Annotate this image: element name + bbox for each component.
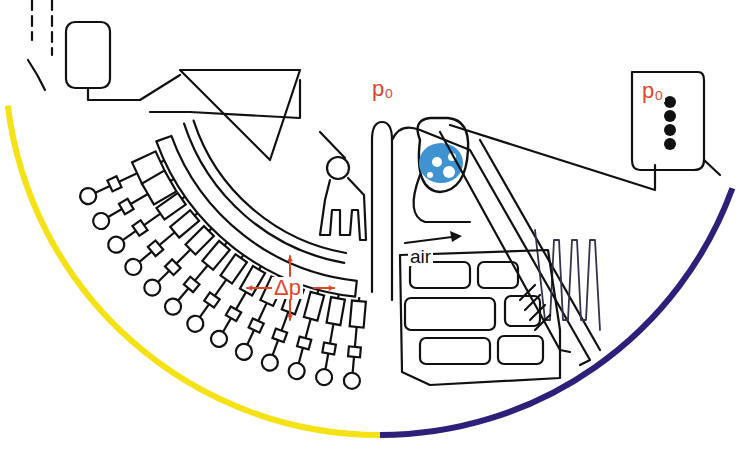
rim-arc-blue — [380, 188, 732, 435]
channel-line — [372, 122, 392, 300]
arrow-head — [247, 285, 252, 291]
channel-line — [520, 285, 550, 330]
channel-line — [150, 80, 300, 118]
air-bubble — [432, 157, 442, 167]
pressure-label: p₀ — [640, 80, 665, 102]
air-bubble — [443, 166, 455, 178]
chamber — [405, 298, 495, 330]
channel-line — [51, 0, 53, 55]
metering-unit — [343, 296, 367, 389]
channel-line — [405, 237, 452, 243]
chamber — [420, 338, 490, 364]
air-bubble — [427, 172, 433, 178]
metering-unit — [315, 293, 347, 386]
chamber — [498, 336, 543, 364]
channel-line — [140, 75, 180, 100]
channel-line — [320, 178, 366, 240]
channel-line — [184, 124, 344, 263]
vent-dot — [664, 124, 676, 136]
channel-line — [156, 136, 356, 297]
arrow-head — [287, 315, 293, 320]
arrow-head — [329, 285, 334, 291]
rim-arc-yellow — [8, 106, 380, 435]
chamber — [505, 296, 540, 326]
metering-unit — [208, 262, 268, 350]
pressure-label: p₀ — [370, 78, 395, 100]
vent-dot — [664, 138, 676, 150]
channel-line — [31, 0, 33, 40]
metering-unit — [287, 288, 326, 381]
arrow-head — [450, 231, 462, 242]
chamber — [327, 157, 349, 179]
vent-dot — [664, 96, 676, 108]
channel-line — [632, 72, 704, 170]
channel-line — [535, 230, 600, 330]
metering-unit — [184, 250, 250, 335]
channel-line — [88, 88, 140, 100]
chamber — [66, 22, 110, 88]
channel-line — [480, 140, 600, 350]
channel-line — [704, 160, 720, 175]
flow-label: air — [408, 247, 433, 266]
vent-dot — [664, 110, 676, 122]
channel-line — [414, 175, 470, 222]
pressure-label: Δp — [272, 277, 303, 299]
channel-line — [450, 125, 655, 190]
channel-line — [194, 121, 346, 253]
channel-line — [320, 132, 345, 158]
chamber — [478, 262, 518, 288]
channel-line — [400, 250, 560, 385]
arrow-head — [287, 256, 293, 261]
channel-line — [28, 60, 45, 90]
